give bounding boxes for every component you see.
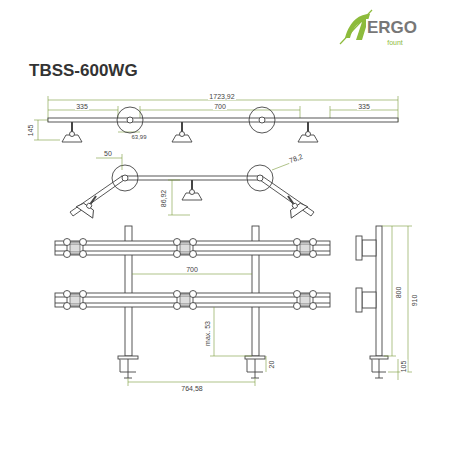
dimension: 700	[213, 103, 227, 110]
dimension: 764,58	[180, 385, 203, 392]
logo-text: ERGO	[366, 19, 418, 36]
model-title: TBSS-600WG	[28, 62, 139, 79]
dimension: 910	[412, 293, 419, 307]
dimension: 86,92	[161, 188, 168, 208]
dimension: 78,2	[287, 152, 304, 164]
dimension: max. 53	[204, 320, 211, 347]
logo-subtext: fount	[386, 39, 404, 46]
dimension: 335	[357, 103, 371, 110]
dimension: 50	[103, 150, 113, 157]
dimension: 145	[28, 123, 35, 137]
dimension: 335	[75, 103, 89, 110]
dimension: 20	[268, 359, 275, 369]
dimension: 800	[396, 285, 403, 299]
dimension: 63,99	[130, 134, 147, 140]
dimension: 1723,92	[208, 93, 235, 100]
dimension: 700	[185, 266, 199, 273]
dimension: 105	[401, 359, 408, 373]
